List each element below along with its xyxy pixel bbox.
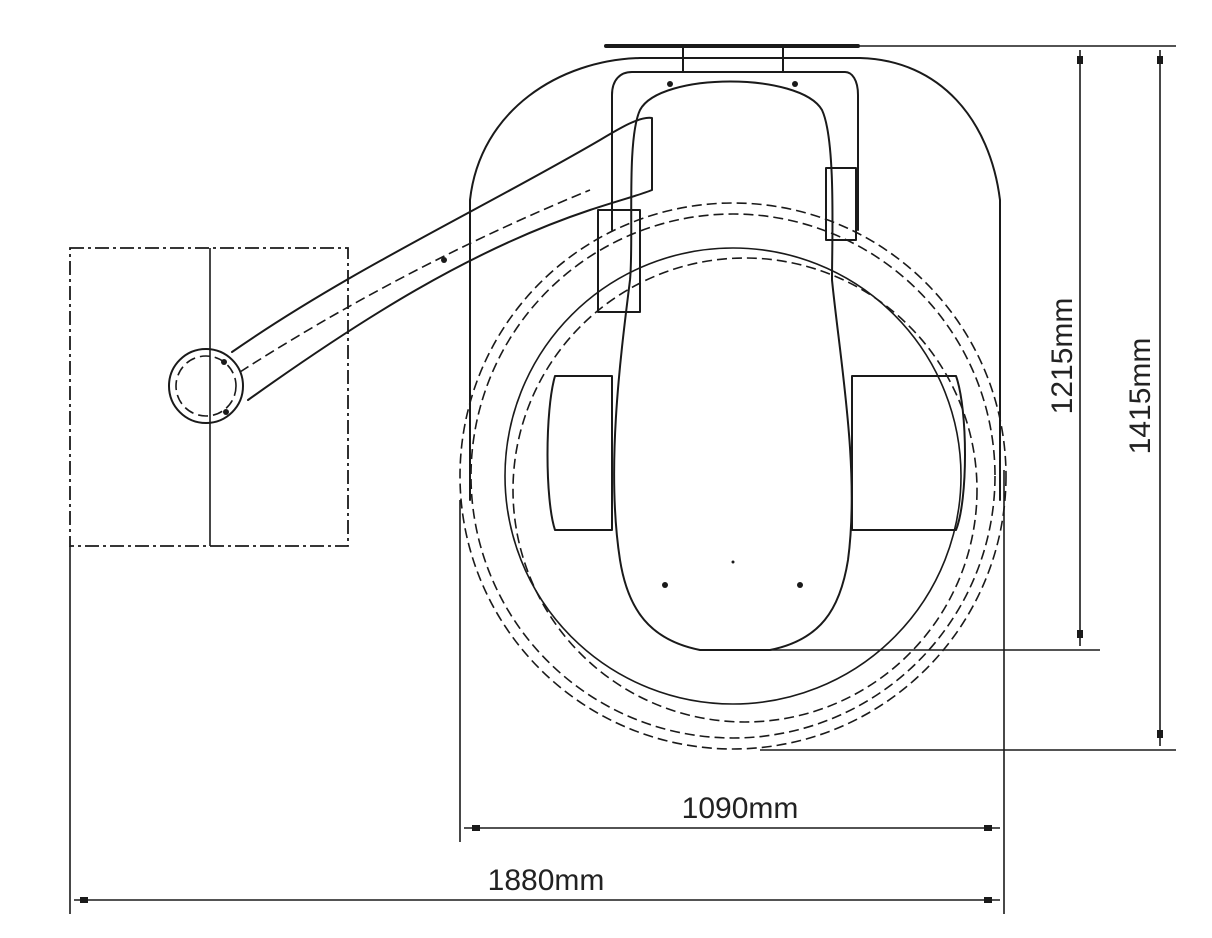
total-width-label: 1880mm [488, 864, 605, 897]
base-housing [469, 57, 1001, 501]
rotation-circles [459, 202, 1007, 750]
seat-body [613, 80, 1100, 651]
headrest-frame [597, 71, 859, 313]
side-tray [69, 247, 349, 547]
total-length-label: 1415mm [1124, 338, 1157, 455]
swing-arm [168, 116, 653, 424]
dimension-lines [69, 45, 1176, 914]
base-width-label: 1090mm [682, 792, 799, 825]
armrests [546, 375, 966, 531]
body-length-label: 1215mm [1046, 298, 1079, 415]
